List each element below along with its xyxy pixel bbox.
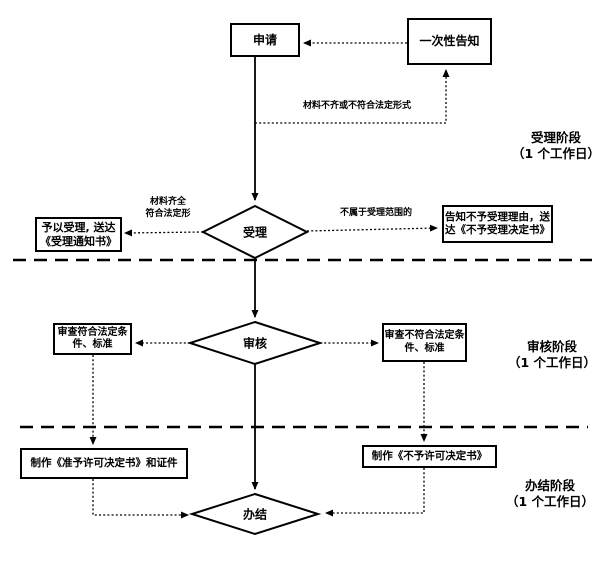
edge-accept-to-acceptyes [124,229,204,237]
edge-label-incomplete: 材料不齐或不符合法定形式 [302,101,411,111]
edge-license-to-close [92,479,189,519]
node-make-denial: 制作《不予许可决定书》 [362,445,497,468]
decision-review-shape [186,320,324,366]
stage-label-completion: 办结阶段 （1 个工作日） [505,478,595,509]
edge-incomplete-to-notice [255,69,450,124]
decision-close-label: 办结 [242,507,268,522]
stage-label-review: 审核阶段 （1 个工作日） [507,339,597,370]
node-accept-yes: 予以受理, 送达 《受理通知书》 [35,217,122,252]
decision-accept-label: 受理 [242,225,268,240]
stage-label-acceptance: 受理阶段 （1 个工作日） [511,130,601,161]
node-make-license: 制作《准予许可决定书》和证件 [20,448,188,479]
decision-accept-shape [200,204,310,260]
node-apply: 申请 [230,23,300,57]
node-one-time-notice: 一次性告知 [407,18,492,65]
decision-close-shape [188,492,322,536]
edge-label-complete: 材料齐全 符合法定形 [145,197,191,220]
node-review-fail: 审查不符合法定条 件、标准 [382,323,467,362]
node-accept-no: 告知不予受理理由，送 达《不予受理决定书》 [442,205,553,243]
decision-review-label: 审核 [242,336,268,351]
edge-denial-to-close [325,468,425,517]
node-review-pass: 审查符合法定条 件、标准 [53,323,132,355]
edge-label-out-of-scope: 不属于受理范围的 [339,208,412,218]
edge-accept-to-acceptno [306,224,438,232]
